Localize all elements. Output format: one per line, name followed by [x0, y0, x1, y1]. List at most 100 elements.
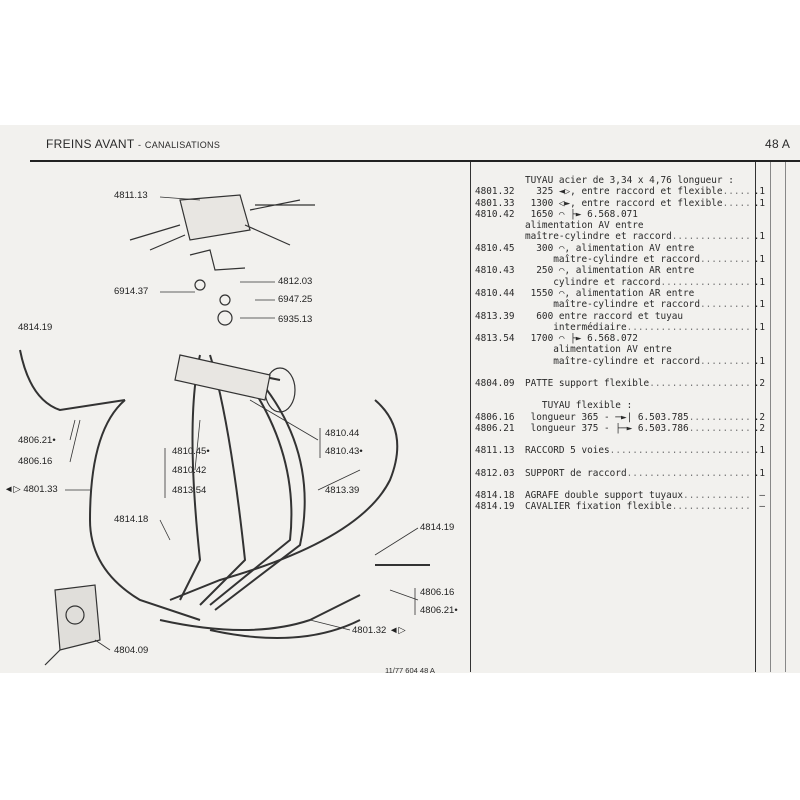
parts-list-row: cylindre et raccord .1 — [475, 277, 765, 288]
part-description: alimentation AV entre — [525, 344, 672, 356]
parts-list-row: 4810.45 300 ⌒, alimentation AV entre — [475, 243, 765, 254]
qty-column-divider — [755, 162, 756, 672]
part-desc-wrap: longueur 365 - ─►| 6.503.785 — [525, 412, 749, 423]
callout-4806-21-right: 4806.21• — [420, 605, 458, 616]
part-desc-wrap: PATTE support flexible — [525, 378, 749, 389]
master-cylinder-drawing — [174, 354, 296, 413]
callout-4810-44: 4810.44 — [325, 428, 360, 439]
part-description: 250 ⌒, alimentation AR entre — [525, 265, 695, 277]
part-description: 300 ⌒, alimentation AV entre — [525, 242, 695, 254]
part-ref: 4810.42 — [475, 208, 515, 220]
parts-list-row: TUYAU acier de 3,34 x 4,76 longueur : — [475, 175, 765, 186]
parts-list-row: intermédiaire.1 — [475, 322, 765, 333]
part-description: alimentation AV entre — [525, 220, 644, 232]
part-quantity: – — [759, 489, 765, 501]
column-divider — [470, 162, 471, 672]
part-quantity: .1 — [753, 276, 765, 288]
part-desc-wrap: intermédiaire — [525, 322, 749, 333]
callout-text: 4801.32 — [352, 625, 387, 636]
parts-list: TUYAU acier de 3,34 x 4,76 longueur :480… — [475, 175, 765, 512]
parts-list-row: alimentation AV entre — [475, 220, 765, 231]
callout-4813-39: 4813.39 — [325, 485, 360, 496]
part-ref: 4814.18 — [475, 489, 515, 501]
callout-4812-03: 4812.03 — [278, 276, 313, 287]
part-desc-wrap: 325 ◄▷, entre raccord et flexible — [525, 186, 749, 197]
part-quantity: – — [759, 501, 765, 513]
footer-reference: 11/77 604 48 A — [385, 666, 435, 675]
callout-4804-09: 4804.09 — [114, 645, 149, 656]
part-desc-wrap: 600 entre raccord et tuyau — [525, 311, 749, 322]
part-ref: 4804.09 — [475, 378, 515, 390]
part-description: 1550 ⌒, alimentation AR entre — [525, 287, 695, 299]
parts-list-row: 4801.33 1300 ◁►, entre raccord et flexib… — [475, 198, 765, 209]
parts-list-row: 4814.18 AGRAFE double support tuyaux – — [475, 490, 765, 501]
part-ref: 4813.54 — [475, 333, 515, 345]
part-desc-wrap: SUPPORT de raccord — [525, 468, 749, 479]
part-quantity: .1 — [753, 467, 765, 479]
part-description: maître-cylindre et raccord — [525, 355, 700, 367]
part-desc-wrap: 1300 ◁►, entre raccord et flexible — [525, 198, 749, 209]
parts-list-row: 4810.44 1550 ⌒, alimentation AR entre — [475, 288, 765, 299]
part-description: longueur 365 - ─►| 6.503.785 — [525, 411, 689, 423]
callout-4810-43: 4810.43• — [325, 446, 363, 457]
part-description: RACCORD 5 voies — [525, 445, 610, 457]
header-rule — [30, 160, 800, 162]
parts-list-row: 4801.32 325 ◄▷, entre raccord et flexibl… — [475, 186, 765, 197]
parts-list-row: maître-cylindre et raccord.1 — [475, 299, 765, 310]
part-desc-wrap: AGRAFE double support tuyaux — [525, 490, 749, 501]
part-ref: 4814.19 — [475, 501, 515, 513]
callout-6935-13: 6935.13 — [278, 314, 313, 325]
part-desc-wrap: alimentation AV entre — [525, 220, 749, 231]
parts-list-row: 4804.09 PATTE support flexible .2 — [475, 378, 765, 389]
part-desc-wrap: CAVALIER fixation flexible — [525, 501, 749, 512]
part-description: maître-cylindre et raccord — [525, 254, 700, 266]
parts-list-row: 4812.03 SUPPORT de raccord .1 — [475, 468, 765, 479]
part-desc-wrap: cylindre et raccord — [525, 277, 749, 288]
parts-list-row: 4810.42 1650 ⌒ ├► 6.568.071 — [475, 209, 765, 220]
part-description: 1700 ⌒ ├► 6.568.072 — [525, 333, 638, 345]
part-quantity: .2 — [753, 378, 765, 390]
part-quantity: .1 — [753, 186, 765, 198]
parts-list-row: alimentation AV entre — [475, 344, 765, 355]
part-ref: 4812.03 — [475, 467, 515, 479]
title-text: FREINS AVANT — [46, 137, 135, 151]
part-desc-wrap: maître-cylindre et raccord — [525, 299, 749, 310]
part-ref: 4811.13 — [475, 445, 515, 457]
part-ref: 4810.43 — [475, 265, 515, 277]
page-number: 48 A — [765, 137, 791, 151]
part-quantity: .1 — [753, 197, 765, 209]
part-description: longueur 375 - ├─► 6.503.786 — [525, 422, 689, 434]
bracket-drawing — [44, 584, 101, 666]
callout-4806-16-right: 4806.16 — [420, 587, 455, 598]
part-description: AGRAFE double support tuyaux — [525, 489, 684, 501]
part-ref: 4810.45 — [475, 242, 515, 254]
callout-4811-13: 4811.13 — [114, 190, 148, 201]
callout-4806-16: 4806.16 — [18, 456, 53, 467]
parts-list-row: 4806.21 longueur 375 - ├─► 6.503.786 .2 — [475, 423, 765, 434]
part-ref: 4813.39 — [475, 310, 515, 322]
parts-list-row: 4814.19 CAVALIER fixation flexible – — [475, 501, 765, 512]
part-desc-wrap: maître-cylindre et raccord — [525, 254, 749, 265]
separator: - — [137, 140, 142, 150]
part-description: 1300 ◁►, entre raccord et flexible — [525, 197, 723, 209]
parts-list-row: 4810.43 250 ⌒, alimentation AR entre — [475, 265, 765, 276]
part-desc-wrap: 1550 ⌒, alimentation AR entre — [525, 288, 749, 299]
part-description: CAVALIER fixation flexible — [525, 501, 672, 513]
part-description: TUYAU acier de 3,34 x 4,76 longueur : — [525, 175, 734, 186]
callout-4814-18: 4814.18 — [114, 514, 149, 525]
part-ref: 4806.16 — [475, 411, 515, 423]
part-description: SUPPORT de raccord — [525, 467, 627, 479]
callout-4810-45: 4810.45• — [172, 446, 210, 457]
part-quantity: .2 — [753, 422, 765, 434]
part-quantity: .1 — [753, 231, 765, 243]
part-description: maître-cylindre et raccord — [525, 231, 672, 243]
part-ref: 4806.21 — [475, 422, 515, 434]
part-quantity: .1 — [753, 445, 765, 457]
part-desc-wrap: 1650 ⌒ ├► 6.568.071 — [525, 209, 749, 220]
part-ref: 4810.44 — [475, 287, 515, 299]
part-ref: 4801.33 — [475, 197, 515, 209]
leader-lines — [65, 196, 419, 651]
callout-4810-42: 4810.42 — [172, 465, 207, 476]
part-description: TUYAU flexible : — [525, 400, 633, 412]
column-divider-3 — [785, 162, 786, 672]
